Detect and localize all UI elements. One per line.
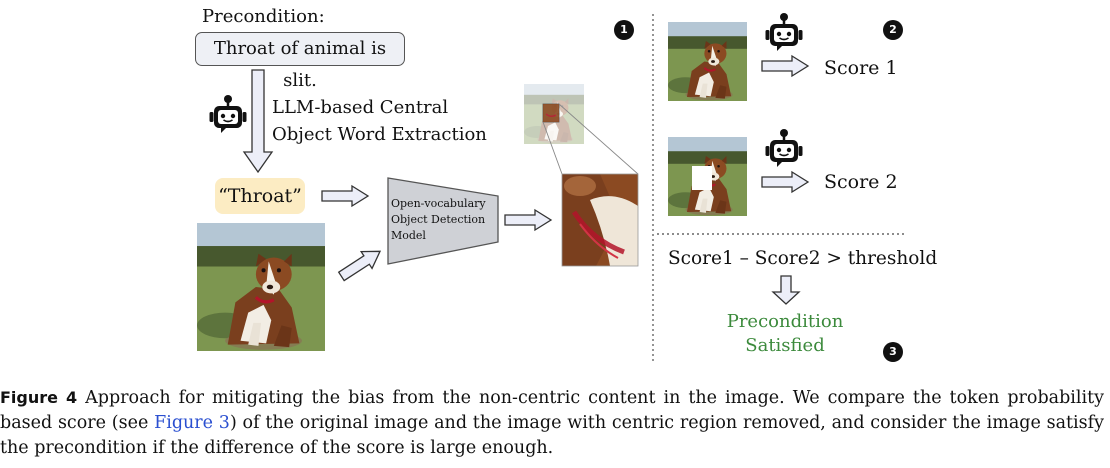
robot-icon (764, 11, 804, 53)
detector-label: Open-vocabulary Object Detection Model (391, 196, 486, 244)
step-badge-3: 3 (883, 342, 903, 362)
caption-text: Approach for mitigating the bias from th… (0, 388, 1105, 433)
caption-label: Figure 4 (0, 388, 78, 407)
detector-label-line: Open-vocabulary (391, 197, 486, 210)
precondition-title: Precondition: (202, 6, 325, 27)
extraction-label-line: Object Word Extraction (272, 124, 487, 145)
figure-link[interactable]: Figure 3 (154, 413, 230, 433)
step-badge-1: 1 (614, 20, 634, 40)
extraction-label-line: LLM-based Central (272, 97, 449, 118)
score2-label: Score 2 (824, 171, 898, 193)
dog-photo-masked (668, 137, 747, 216)
zoomed-crop (562, 174, 638, 266)
figure-caption: Figure 4 Approach for mitigating the bia… (0, 385, 1104, 461)
connector-line (558, 103, 639, 175)
connector-line (542, 121, 563, 175)
step-badge-2: 2 (883, 20, 903, 40)
robot-icon (764, 127, 804, 169)
dog-photo (197, 223, 325, 351)
caption-text: ) of the original image and the image wi… (0, 413, 1104, 458)
arrow-down-icon (771, 275, 801, 305)
detector-label-line: Object Detection (391, 213, 486, 226)
result-line: Precondition (726, 311, 844, 332)
keyword-box: “Throat” (215, 178, 305, 214)
result-label: Precondition Satisfied (712, 310, 858, 358)
detector-label-line: Model (391, 229, 426, 242)
arrow-right-icon (504, 209, 552, 231)
arrow-right-icon (321, 185, 369, 207)
extraction-label: LLM-based Central Object Word Extraction (272, 94, 487, 148)
threshold-formula: Score1 – Score2 > threshold (668, 248, 938, 269)
dog-photo (668, 22, 747, 101)
arrow-down-icon (242, 69, 274, 174)
arrow-right-icon (335, 242, 387, 286)
result-line: Satisfied (745, 335, 825, 356)
arrow-right-icon (761, 171, 809, 193)
diagram-canvas (197, 11, 905, 364)
detector-shape (387, 177, 499, 265)
detection-thumbnail (523, 83, 585, 145)
arrow-right-icon (761, 55, 809, 77)
score1-label: Score 1 (824, 57, 898, 79)
precondition-box: Throat of animal is slit. (195, 32, 405, 91)
robot-icon (208, 93, 248, 135)
